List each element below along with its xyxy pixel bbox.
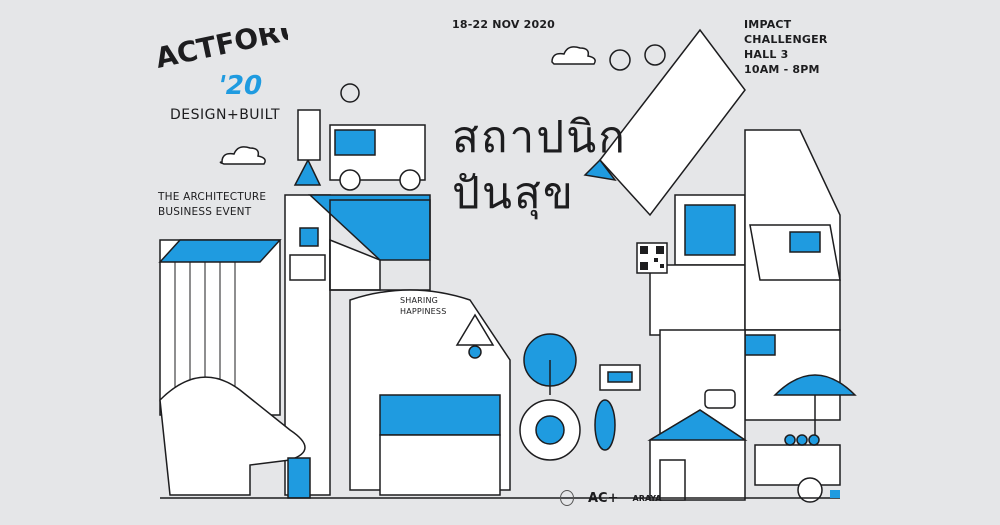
sharing-happiness: SHARING HAPPINESS (400, 295, 447, 317)
cloud-icon (219, 146, 266, 165)
subtitle-line: THE ARCHITECTURE (158, 191, 267, 203)
act-plus-logo: AC+ (588, 490, 619, 506)
sharing-line: SHARING (400, 296, 439, 305)
araya-logo: ARAYA (632, 493, 662, 503)
subtitle-line: BUSINESS EVENT (158, 206, 252, 218)
lightbulb-icon (455, 313, 495, 346)
thai-title-line: สถาปนิก (452, 112, 627, 163)
event-venue: IMPACT CHALLENGER HALL 3 10AM - 8PM (744, 17, 828, 77)
umbrella (773, 374, 857, 396)
venue-line: CHALLENGER (744, 33, 828, 46)
bicycle-icon (609, 49, 631, 71)
event-date: 18-22 NOV 2020 (452, 18, 556, 31)
act-forum-logo: ACTFORUM '20 (158, 28, 288, 98)
svg-text:'20: '20 (214, 71, 264, 98)
thai-title-line: ปันสุข (452, 168, 575, 219)
hand (159, 376, 306, 496)
thai-title: สถาปนิกปันสุข (452, 110, 627, 222)
event-subtitle: THE ARCHITECTURE BUSINESS EVENT (158, 190, 266, 220)
venue-line: HALL 3 (744, 48, 789, 61)
event-hours: 10AM - 8PM (744, 63, 820, 76)
cloud-icon (551, 46, 596, 65)
sun-icon (340, 83, 360, 103)
food-cart (754, 444, 841, 486)
sponsor-logos: AC+ ARAYA (560, 490, 662, 506)
pencil (599, 28, 746, 217)
seal-logo (560, 490, 574, 506)
sharing-line: HAPPINESS (400, 307, 447, 316)
tagline: DESIGN+BUILT (170, 107, 281, 123)
venue-line: IMPACT (744, 18, 792, 31)
